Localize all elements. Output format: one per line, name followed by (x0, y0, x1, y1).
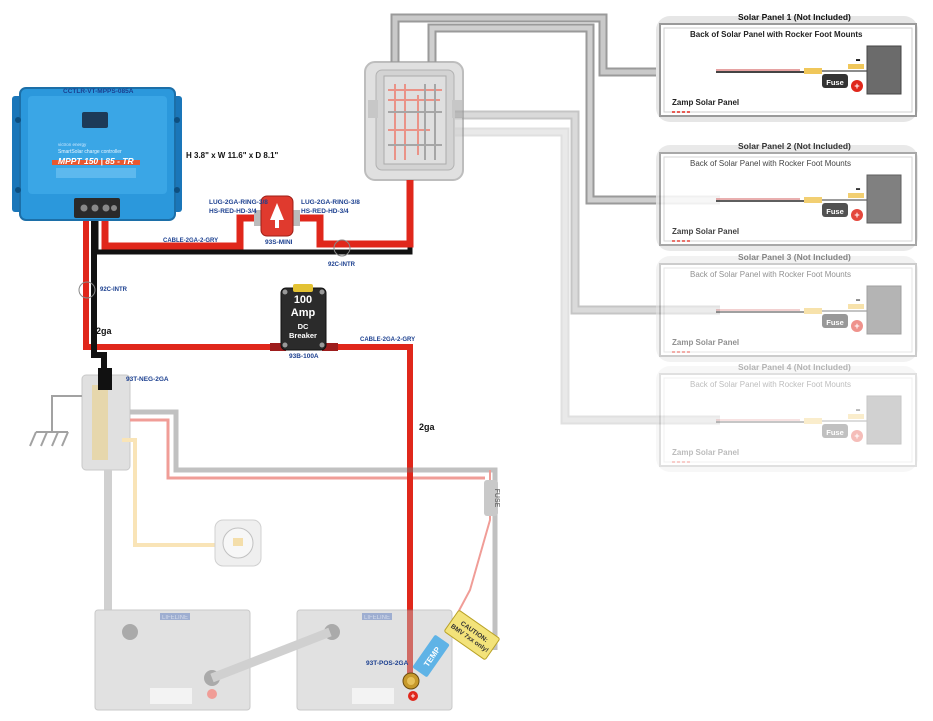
caution-tag: CAUTION: BMV 7xx only! (444, 610, 500, 660)
solar-panel-subtitle: Back of Solar Panel with Rocker Foot Mou… (690, 380, 851, 389)
svg-text:FUSE: FUSE (493, 489, 500, 508)
dc-breaker-line2: Breaker (289, 331, 317, 340)
controller-model: MPPT 150 | 85 - TR (58, 156, 134, 166)
fuse-label: Fuse (826, 428, 844, 437)
svg-text:LIFELINE: LIFELINE (162, 615, 188, 621)
solar-panel-title: Solar Panel 4 (Not Included) (738, 362, 851, 372)
solar-panel-subtitle: Back of Solar Panel with Rocker Foot Mou… (690, 270, 851, 279)
solar-panel-4: Fuse + - (656, 366, 918, 472)
minus-label: - (855, 401, 860, 418)
fuse-label: Fuse (826, 318, 844, 327)
solar-panel-1: Fuse + - (656, 16, 918, 122)
solar-panel-brand: Zamp Solar Panel (672, 338, 740, 347)
combiner-box (364, 61, 464, 181)
lug-right-label: LUG-2GA-RING-3/8 (301, 199, 360, 206)
solar-panel-subtitle: Back of Solar Panel with Rocker Foot Mou… (690, 159, 851, 168)
solar-cables (390, 13, 720, 425)
solar-panel-brand: Zamp Solar Panel (672, 98, 740, 107)
solar-panel-subtitle: Back of Solar Panel with Rocker Foot Mou… (690, 30, 863, 39)
dc-breaker-part-number: 93B-100A (289, 353, 319, 360)
fuse-label: Fuse (826, 78, 844, 87)
gauge-left-label: 2ga (96, 326, 112, 336)
cable-mid-label: CABLE-2GA-2-GRY (360, 337, 416, 343)
mini-breaker-part-number: 93S-MINI (265, 239, 293, 246)
charge-controller (12, 87, 182, 221)
controller-brand: victron energy (58, 142, 87, 147)
minus-label: - (855, 180, 860, 197)
svg-text:+: + (411, 692, 416, 701)
gauge-right-label: 2ga (419, 422, 435, 432)
mini-breaker (254, 195, 300, 237)
dc-breaker-line1: DC (298, 322, 309, 331)
solar-panel-brand: Zamp Solar Panel (672, 227, 740, 236)
plus-label: + (854, 321, 859, 331)
minus-label: - (855, 291, 860, 308)
solar-panel-2: Fuse + - (656, 145, 918, 251)
lug-left-label: LUG-2GA-RING-3/8 (209, 199, 268, 206)
pos-terminal-label: 93T-POS-2GA (366, 660, 409, 667)
minus-label: - (855, 51, 860, 68)
battery-brand-labels: LIFELINE LIFELINE (162, 615, 390, 621)
ground-symbol (29, 395, 82, 447)
cable-top-label: CABLE-2GA-2-GRY (163, 238, 219, 244)
inline-fuse: FUSE (493, 489, 500, 508)
svg-text:LIFELINE: LIFELINE (364, 615, 390, 621)
solar-panel-brand: Zamp Solar Panel (672, 448, 740, 457)
neg-terminal-label: 93T-NEG-2GA (126, 376, 169, 383)
intr-top-label: 92C-INTR (328, 262, 356, 268)
solar-panel-title: Solar Panel 3 (Not Included) (738, 252, 851, 262)
intr-left-label: 92C-INTR (100, 287, 128, 293)
dc-breaker-rating: 100 (294, 294, 312, 306)
solar-panel-3: Fuse + - (656, 256, 918, 362)
controller-dimensions: H 3.8" x W 11.6" x D 8.1" (186, 151, 279, 160)
controller-subtitle: SmartSolar charge controller (58, 149, 122, 155)
interconnect-circle (333, 239, 351, 257)
controller-part-number: CCTLR-VT-MPPS-085A (63, 88, 134, 95)
dc-breaker-unit: Amp (291, 307, 316, 319)
hs-right-label: HS-RED-HD-3/4 (301, 208, 349, 215)
hs-left-label: HS-RED-HD-3/4 (209, 208, 257, 215)
solar-panels: Fuse + - Fuse + - Fuse + - Fuse + - (656, 16, 918, 472)
plus-label: + (854, 81, 859, 91)
fuse-label: Fuse (826, 207, 844, 216)
plus-label: + (854, 431, 859, 441)
plus-label: + (854, 210, 859, 220)
neg-terminal (98, 368, 112, 390)
solar-panel-title: Solar Panel 2 (Not Included) (738, 141, 851, 151)
interconnect-circle (78, 281, 96, 299)
battery-cables (83, 205, 413, 680)
solar-panel-title: Solar Panel 1 (Not Included) (738, 12, 851, 22)
pos-terminal: + (402, 672, 420, 701)
dc-breaker (270, 284, 338, 351)
